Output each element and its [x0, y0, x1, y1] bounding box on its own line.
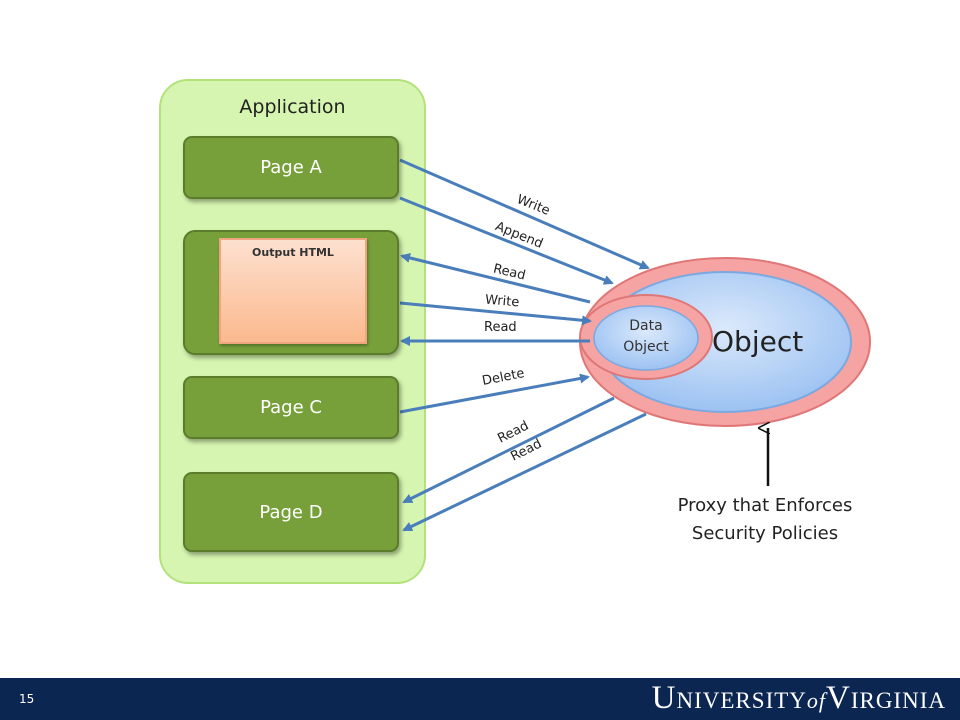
page-b-box: Output HTML: [183, 230, 399, 355]
proxy-label: Proxy that Enforces Security Policies: [660, 492, 870, 548]
arrow-write-output-html: [399, 301, 592, 326]
output-html-box: Output HTML: [219, 238, 367, 344]
data-object-label: Data Object: [596, 316, 696, 358]
data-object-inner-ellipse: [593, 305, 699, 371]
university-logo: UniversityofVirginia: [652, 680, 946, 717]
proxy-label-line2: Security Policies: [691, 523, 839, 544]
footer-bar: 15 UniversityofVirginia: [0, 678, 960, 720]
logo-university: University: [651, 680, 807, 716]
label-read-2: Read: [484, 320, 517, 335]
application-label: Application: [239, 96, 346, 118]
arrow-append-page-a: [399, 196, 614, 285]
logo-of: of: [806, 688, 827, 713]
page-a-box: Page A: [183, 136, 399, 199]
page-c-box: Page C: [183, 376, 399, 439]
arrow-read-page-d-1: [402, 396, 615, 504]
arrow-read-page-d-2: [402, 412, 647, 532]
slide-number: 15: [19, 692, 35, 706]
logo-virginia: Virginia: [826, 680, 946, 716]
arrow-delete-page-c: [399, 373, 590, 414]
page-d-box: Page D: [183, 472, 399, 552]
label-write-2: Write: [484, 292, 520, 311]
object-label: Object: [712, 325, 804, 358]
proxy-label-line1: Proxy that Enforces: [677, 495, 853, 516]
arrow-read-output-html: [400, 253, 591, 304]
data-object-label-line2: Object: [623, 339, 669, 355]
data-object-label-line1: Data: [629, 318, 663, 334]
arrow-write-page-a: [399, 158, 650, 270]
